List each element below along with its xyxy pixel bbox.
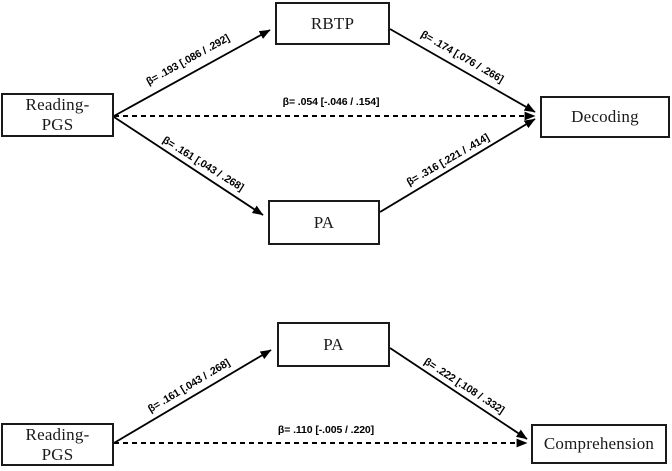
arrow-readingpgs-to-pa-top [113,116,264,216]
path-label-direct-comprehension: β= .110 [-.005 / .220] [277,424,375,436]
path-label-direct-decoding: β= .054 [-.046 / .154] [282,96,380,108]
node-reading-pgs-bottom-line2: PGS [41,444,74,464]
node-pa-top: PA [268,200,380,245]
arrow-pa-to-comprehension [389,347,528,440]
arrow-readingpgs-to-rbtp [113,29,271,117]
node-rbtp-label: RBTP [310,13,355,33]
node-comprehension: Comprehension [531,424,667,464]
arrow-rbtp-to-decoding [389,28,536,113]
node-rbtp: RBTP [275,2,390,45]
node-reading-pgs-top: Reading- PGS [1,93,114,137]
node-decoding: Decoding [540,96,670,138]
arrow-readingpgs-to-pa-bottom [113,349,272,444]
node-pa-bottom-label: PA [323,334,344,354]
node-pa-top-label: PA [313,212,335,232]
node-reading-pgs-top-line2: PGS [41,115,74,134]
node-reading-pgs-top-line1: Reading- [25,95,90,115]
node-comprehension-label: Comprehension [543,434,655,454]
node-pa-bottom: PA [277,322,390,367]
node-reading-pgs-bottom: Reading- PGS [1,423,114,466]
arrow-pa-to-decoding [379,118,536,213]
node-reading-pgs-bottom-line1: Reading- [25,424,90,444]
node-decoding-label: Decoding [571,107,639,127]
